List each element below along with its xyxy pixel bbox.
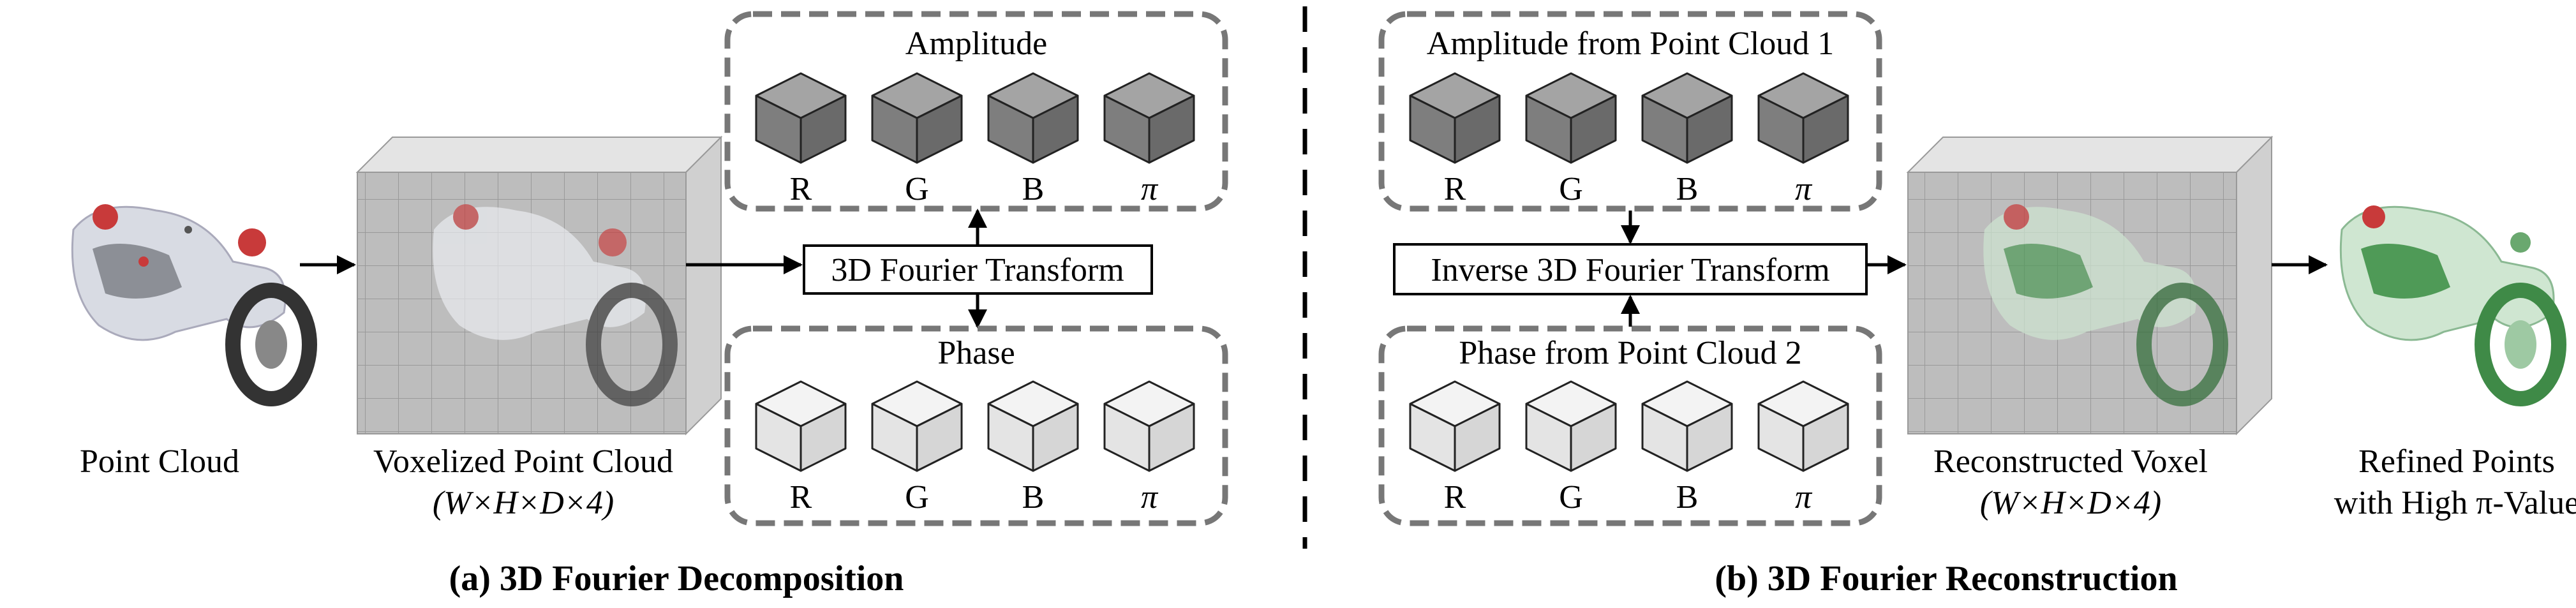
channel-cube (1757, 72, 1849, 164)
channel-label: π (1141, 479, 1159, 515)
fourier-transform-box (803, 244, 1153, 295)
channel-cube (1103, 72, 1195, 164)
channel-label: π (1795, 479, 1813, 515)
channel-cube (987, 380, 1079, 472)
channel-cube (1525, 72, 1617, 164)
channel-cube (871, 380, 963, 472)
channel-cube (1103, 380, 1195, 472)
channel-label: R (1444, 479, 1466, 515)
fourier-transform-label: 3D Fourier Transform (831, 252, 1124, 288)
channel-cube (1409, 72, 1501, 164)
caption-right: (b) 3D Fourier Reconstruction (1715, 559, 2177, 598)
channel-label: R (1444, 171, 1466, 207)
channel-label: π (1795, 171, 1813, 207)
channel-label: G (1559, 479, 1583, 515)
channel-label: B (1676, 171, 1699, 207)
reconstructed-voxel-grid (1906, 135, 2274, 436)
channel-cube (1525, 380, 1617, 472)
refined-points-label-line2: with High π-Value (2334, 485, 2576, 521)
voxel-grid (355, 135, 723, 436)
channel-label: B (1022, 171, 1045, 207)
point-cloud-image (71, 204, 317, 406)
inverse-transform-box (1393, 243, 1868, 295)
point-cloud-label: Point Cloud (80, 443, 239, 480)
channel-label: G (905, 479, 929, 515)
reconstructed-voxel-label-line2: (W×H×D×4) (1980, 485, 2161, 521)
channel-label: G (1559, 171, 1583, 207)
channel-cube (1409, 380, 1501, 472)
voxel-label-line2: (W×H×D×4) (433, 485, 614, 521)
channel-label: R (790, 171, 812, 207)
amplitude-title: Amplitude (905, 26, 1047, 62)
channel-label: π (1141, 171, 1159, 207)
refined-points-label-line1: Refined Points (2358, 443, 2555, 480)
inverse-transform-label: Inverse 3D Fourier Transform (1431, 252, 1829, 288)
voxel-motorcycle (433, 204, 678, 406)
reconstructed-voxel-label-line1: Reconstructed Voxel (1933, 443, 2208, 480)
channel-cube (1641, 72, 1733, 164)
caption-left: (a) 3D Fourier Decomposition (449, 559, 904, 598)
reconstructed-motorcycle (1983, 204, 2228, 406)
channel-label: R (790, 479, 812, 515)
voxel-label-line1: Voxelized Point Cloud (373, 443, 673, 480)
amplitude-from-pc1-title: Amplitude from Point Cloud 1 (1427, 26, 1834, 62)
phase-title: Phase (937, 335, 1015, 371)
channel-label: B (1022, 479, 1045, 515)
channel-cube (987, 72, 1079, 164)
channel-cube (871, 72, 963, 164)
channel-cube (1757, 380, 1849, 472)
channel-cube (1641, 380, 1733, 472)
channel-cube (755, 72, 847, 164)
channel-label: G (905, 171, 929, 207)
channel-cube (755, 380, 847, 472)
channel-label: B (1676, 479, 1699, 515)
phase-from-pc2-title: Phase from Point Cloud 2 (1459, 335, 1801, 371)
refined-points-image (2339, 205, 2566, 406)
